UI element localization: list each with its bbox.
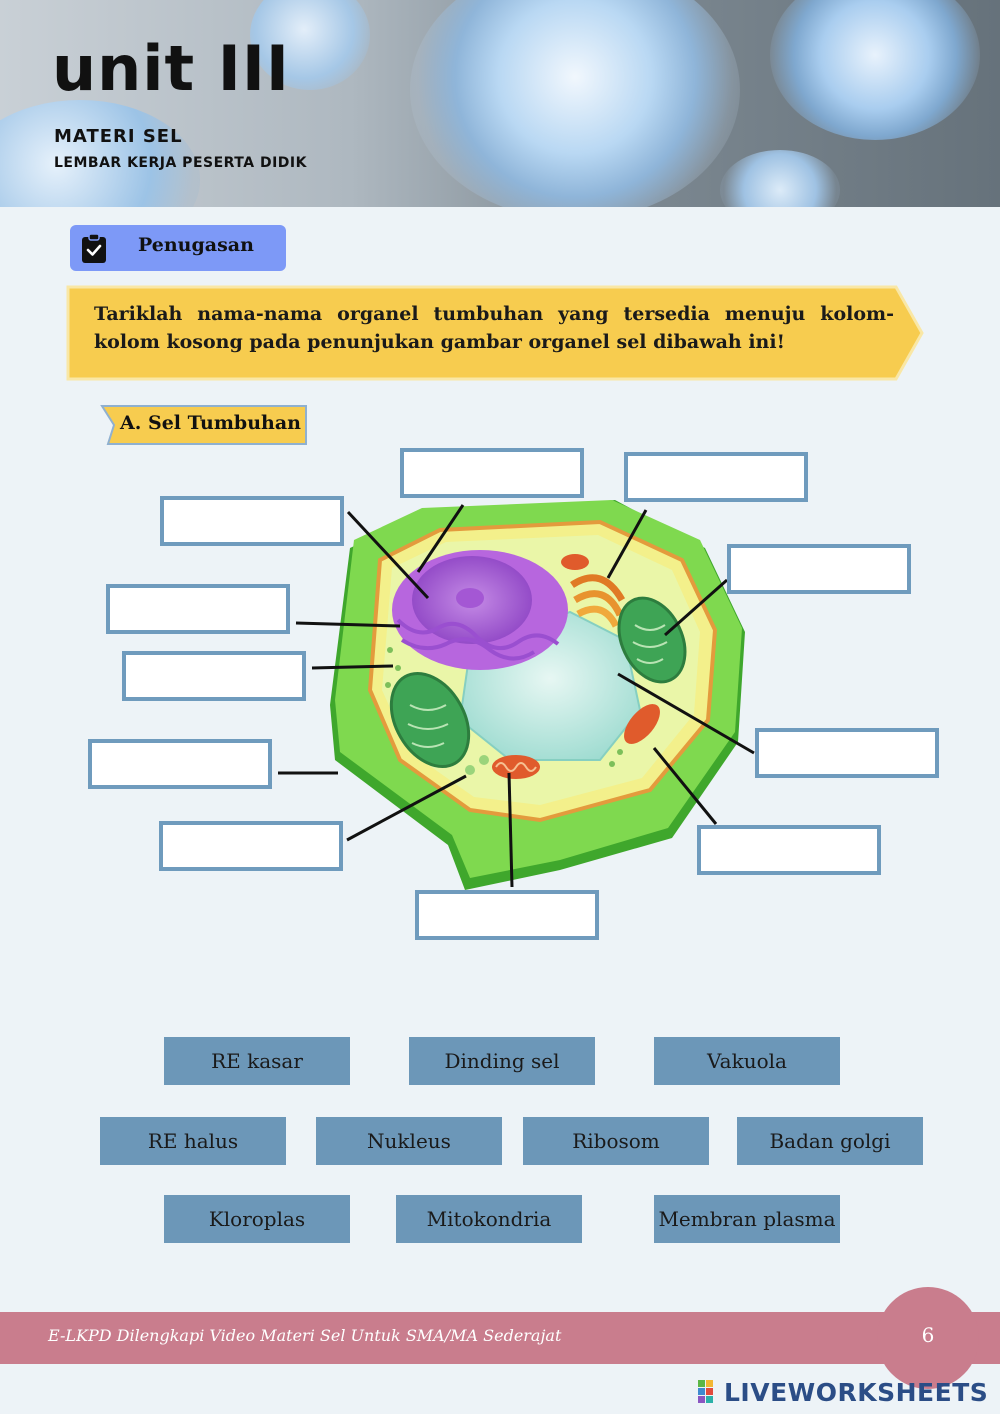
word-chip-kloroplas[interactable]: Kloroplas: [164, 1195, 350, 1243]
instruction-text: Tariklah nama-nama organel tumbuhan yang…: [94, 303, 894, 353]
drop-box[interactable]: [415, 890, 599, 940]
word-chip-ribosom[interactable]: Ribosom: [523, 1117, 709, 1165]
drop-box[interactable]: [727, 544, 911, 594]
cell-bubble-decoration: [770, 0, 980, 140]
liveworksheets-logo-icon: [698, 1380, 722, 1404]
plant-cell-illustration: [278, 500, 755, 890]
word-chip-re-halus[interactable]: RE halus: [100, 1117, 286, 1165]
cell-bubble-decoration: [410, 0, 740, 207]
unit-subtitle: MATERI SEL: [54, 126, 183, 147]
cell-bubble-decoration: [0, 100, 200, 207]
liveworksheets-brand: LIVEWORKSHEETS: [698, 1378, 988, 1407]
section-label: A. Sel Tumbuhan: [120, 412, 301, 434]
worksheet-subtitle: LEMBAR KERJA PESERTA DIDIK: [54, 155, 307, 171]
drop-box[interactable]: [755, 728, 939, 778]
word-chip-re-kasar[interactable]: RE kasar: [164, 1037, 350, 1085]
header-banner: unit III MATERI SEL LEMBAR KERJA PESERTA…: [0, 0, 1000, 207]
page-number-badge: 6: [877, 1287, 979, 1389]
footer-text: E-LKPD Dilengkapi Video Materi Sel Untuk…: [48, 1326, 562, 1345]
brand-name: LIVEWORKSHEETS: [724, 1378, 989, 1407]
drop-box[interactable]: [624, 452, 808, 502]
drop-box[interactable]: [160, 496, 344, 546]
drop-box[interactable]: [159, 821, 343, 871]
cell-bubble-decoration: [250, 0, 370, 90]
word-chip-membran-plasma[interactable]: Membran plasma: [654, 1195, 840, 1243]
task-label: Penugasan: [138, 234, 254, 256]
plant-cell-diagram: [0, 440, 1000, 960]
cell-bubble-decoration: [720, 150, 840, 207]
word-chip-vakuola[interactable]: Vakuola: [654, 1037, 840, 1085]
page-number: 6: [921, 1323, 935, 1347]
drop-box[interactable]: [400, 448, 584, 498]
word-chip-mitokondria[interactable]: Mitokondria: [396, 1195, 582, 1243]
word-chip-nukleus[interactable]: Nukleus: [316, 1117, 502, 1165]
unit-title: unit III: [52, 32, 290, 105]
clipboard-check-icon: [78, 232, 110, 264]
instruction-banner: Tariklah nama-nama organel tumbuhan yang…: [66, 285, 926, 381]
footer-bar: E-LKPD Dilengkapi Video Materi Sel Untuk…: [0, 1312, 1000, 1364]
drop-box[interactable]: [697, 825, 881, 875]
word-chip-dinding-sel[interactable]: Dinding sel: [409, 1037, 595, 1085]
word-chip-badan-golgi[interactable]: Badan golgi: [737, 1117, 923, 1165]
drop-box[interactable]: [88, 739, 272, 789]
task-pill: Penugasan: [70, 225, 286, 271]
section-label-tag: A. Sel Tumbuhan: [100, 404, 308, 446]
drop-box[interactable]: [122, 651, 306, 701]
drop-box[interactable]: [106, 584, 290, 634]
